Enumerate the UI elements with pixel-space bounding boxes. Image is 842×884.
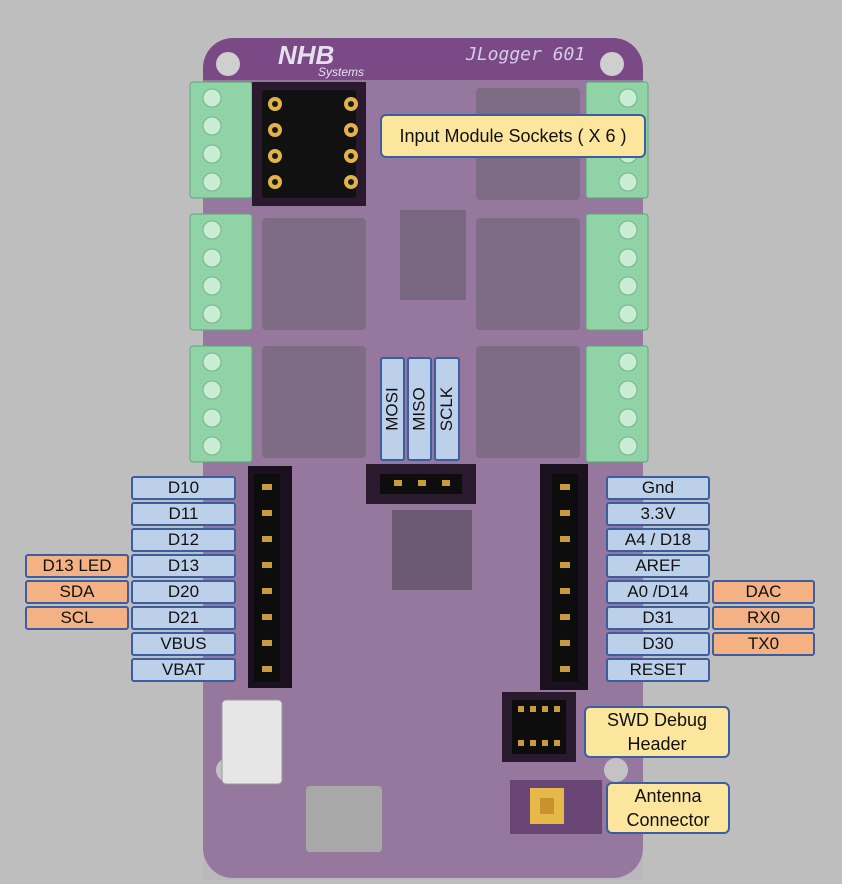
pin-label-aref: AREF	[606, 554, 710, 578]
alt-label-dac: DAC	[712, 580, 815, 604]
swd-callout-line2: Header	[627, 734, 687, 754]
alt-label-scl: SCL	[25, 606, 129, 630]
swd-callout-line1: SWD Debug	[606, 710, 708, 730]
mount-hole-icon	[600, 52, 624, 76]
board-logo: NHB	[278, 40, 335, 70]
pin-label-reset: RESET	[606, 658, 710, 682]
pin-label-d12: D12	[131, 528, 236, 552]
right-pin-header	[540, 464, 588, 690]
input-sockets-callout: Input Module Sockets ( X 6 )	[380, 114, 646, 158]
mount-hole-icon	[604, 758, 628, 782]
pin-label-d31: D31	[606, 606, 710, 630]
pin-label-d13: D13	[131, 554, 236, 578]
pin-label-3v3: 3.3V	[606, 502, 710, 526]
usb-port	[306, 786, 382, 852]
mount-hole-icon	[216, 52, 240, 76]
pin-label-d30: D30	[606, 632, 710, 656]
spi-label-mosi: MOSI	[380, 357, 405, 461]
pin-label-gnd: Gnd	[606, 476, 710, 500]
pin-label-vbat: VBAT	[131, 658, 236, 682]
left-pin-header	[248, 466, 292, 688]
pin-label-d20: D20	[131, 580, 236, 604]
pin-label-d21: D21	[131, 606, 236, 630]
alt-label-rx0: RX0	[712, 606, 815, 630]
pin-label-a0-d14: A0 /D14	[606, 580, 710, 604]
highlighted-socket	[252, 82, 366, 206]
pin-label-vbus: VBUS	[131, 632, 236, 656]
terminal-blocks-right	[585, 81, 649, 463]
spi-label-sclk: SCLK	[434, 357, 460, 461]
swd-header	[502, 692, 576, 762]
antenna-callout: Antenna Connector	[606, 782, 730, 834]
alt-label-tx0: TX0	[712, 632, 815, 656]
chip-dimmed	[400, 210, 466, 300]
board-logo-sub: Systems	[318, 65, 365, 79]
alt-label-sda: SDA	[25, 580, 129, 604]
board-model: JLogger 601	[466, 44, 586, 65]
terminal-blocks-left	[189, 81, 253, 463]
swd-callout: SWD Debug Header	[584, 706, 730, 758]
pin-label-d11: D11	[131, 502, 236, 526]
antenna-callout-line1: Antenna	[634, 786, 702, 806]
mcu-chip	[392, 510, 472, 590]
antenna-connector	[510, 780, 602, 834]
module-sockets-dimmed	[262, 88, 580, 458]
spi-header	[366, 464, 476, 504]
pin-label-a4-d18: A4 / D18	[606, 528, 710, 552]
spi-label-miso: MISO	[407, 357, 432, 461]
antenna-callout-line2: Connector	[626, 810, 710, 830]
alt-label-d13-led: D13 LED	[25, 554, 129, 578]
battery-connector	[221, 699, 283, 785]
pin-label-d10: D10	[131, 476, 236, 500]
